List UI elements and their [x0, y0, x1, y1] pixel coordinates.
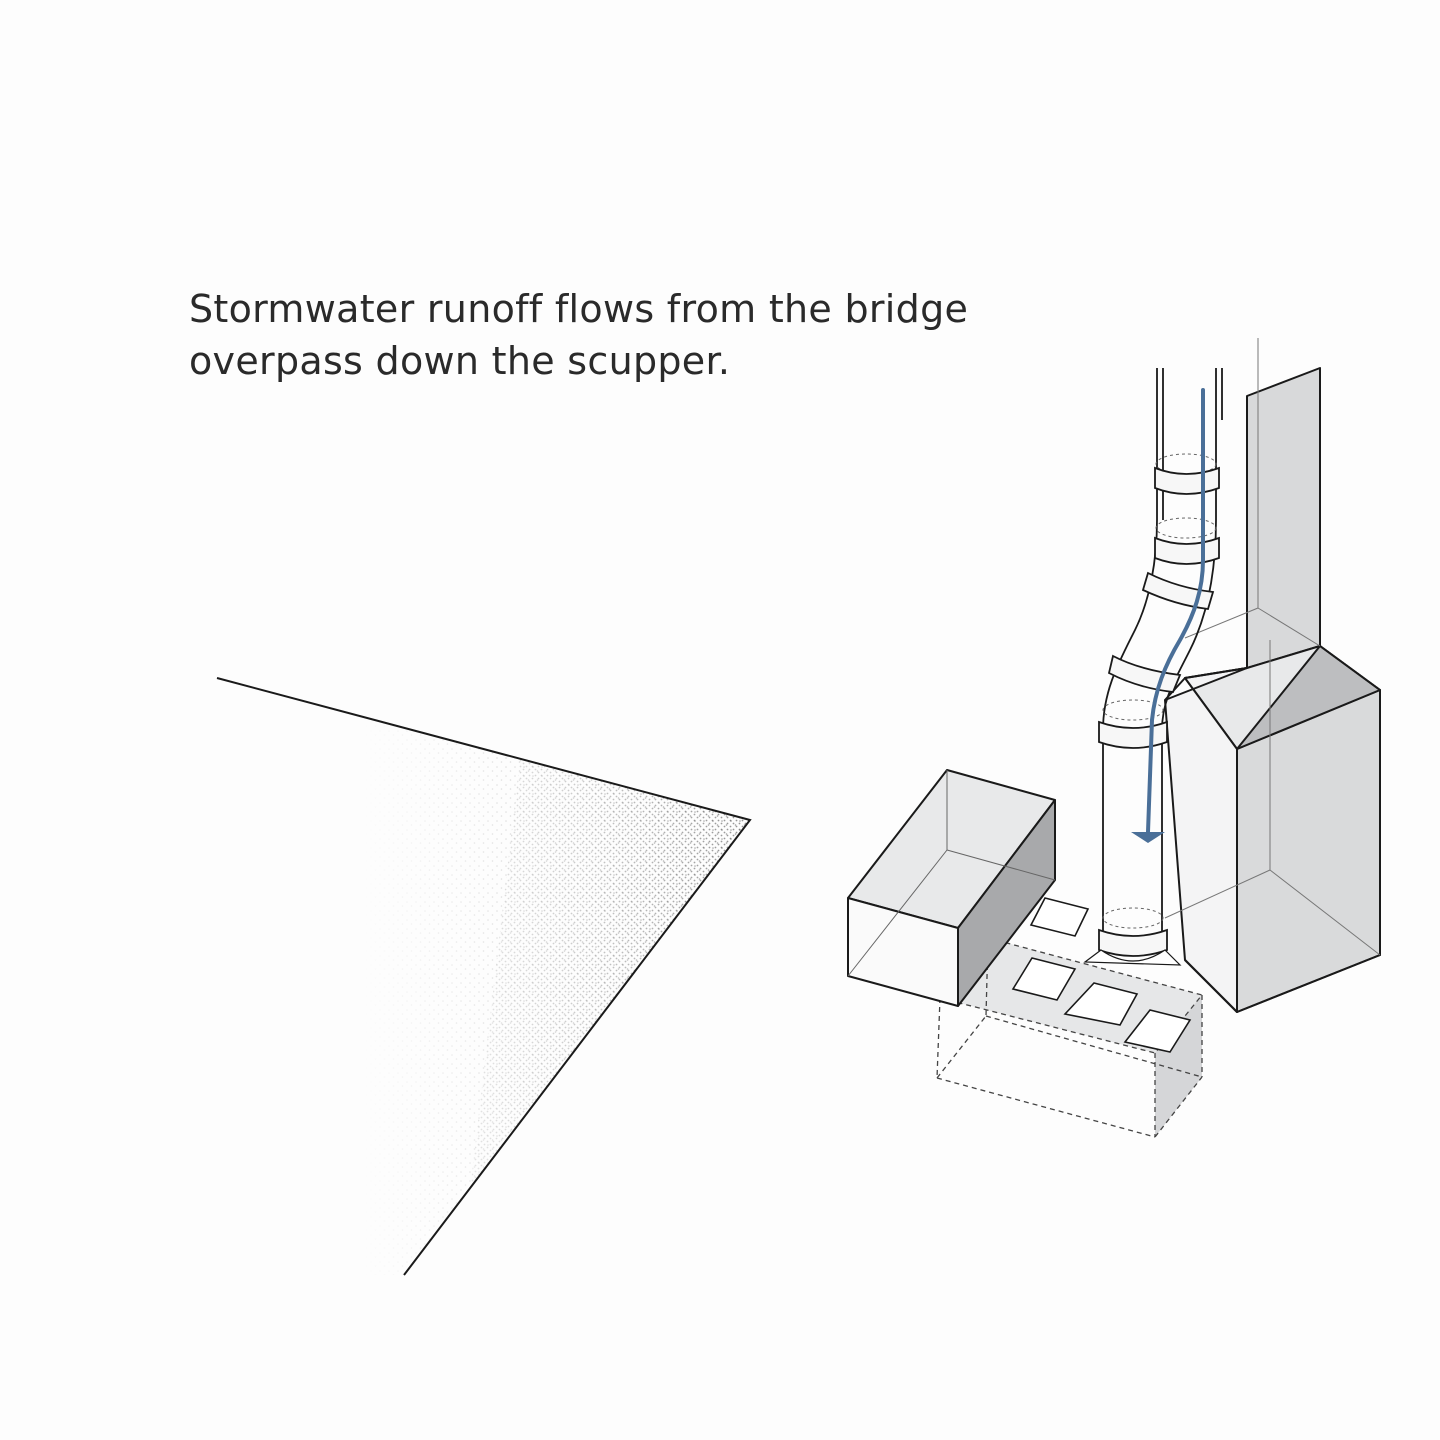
grate-slot	[1029, 897, 1090, 937]
grate-slot	[1063, 982, 1139, 1026]
catch-basin	[936, 937, 1204, 1138]
pipe-clamp	[1154, 536, 1220, 565]
pipe-clamp	[1154, 466, 1220, 495]
pipe-clamp	[1107, 654, 1182, 693]
caption: Stormwater runoff flows from the bridge …	[189, 283, 1089, 387]
bridge-column	[1164, 338, 1381, 1013]
grate-slot	[1123, 1009, 1192, 1053]
barrier-block	[847, 769, 1056, 1007]
down-arrow-icon	[1131, 388, 1205, 843]
caption-line-1: Stormwater runoff flows from the bridge	[189, 287, 969, 331]
grate-slots	[1011, 897, 1192, 1053]
caption-line-2: overpass down the scupper.	[189, 339, 731, 383]
grate-slot	[1011, 957, 1077, 1001]
ground-plane	[216, 677, 752, 1276]
pipe-clamp	[1098, 928, 1168, 957]
pipe-clamp	[1098, 720, 1168, 749]
